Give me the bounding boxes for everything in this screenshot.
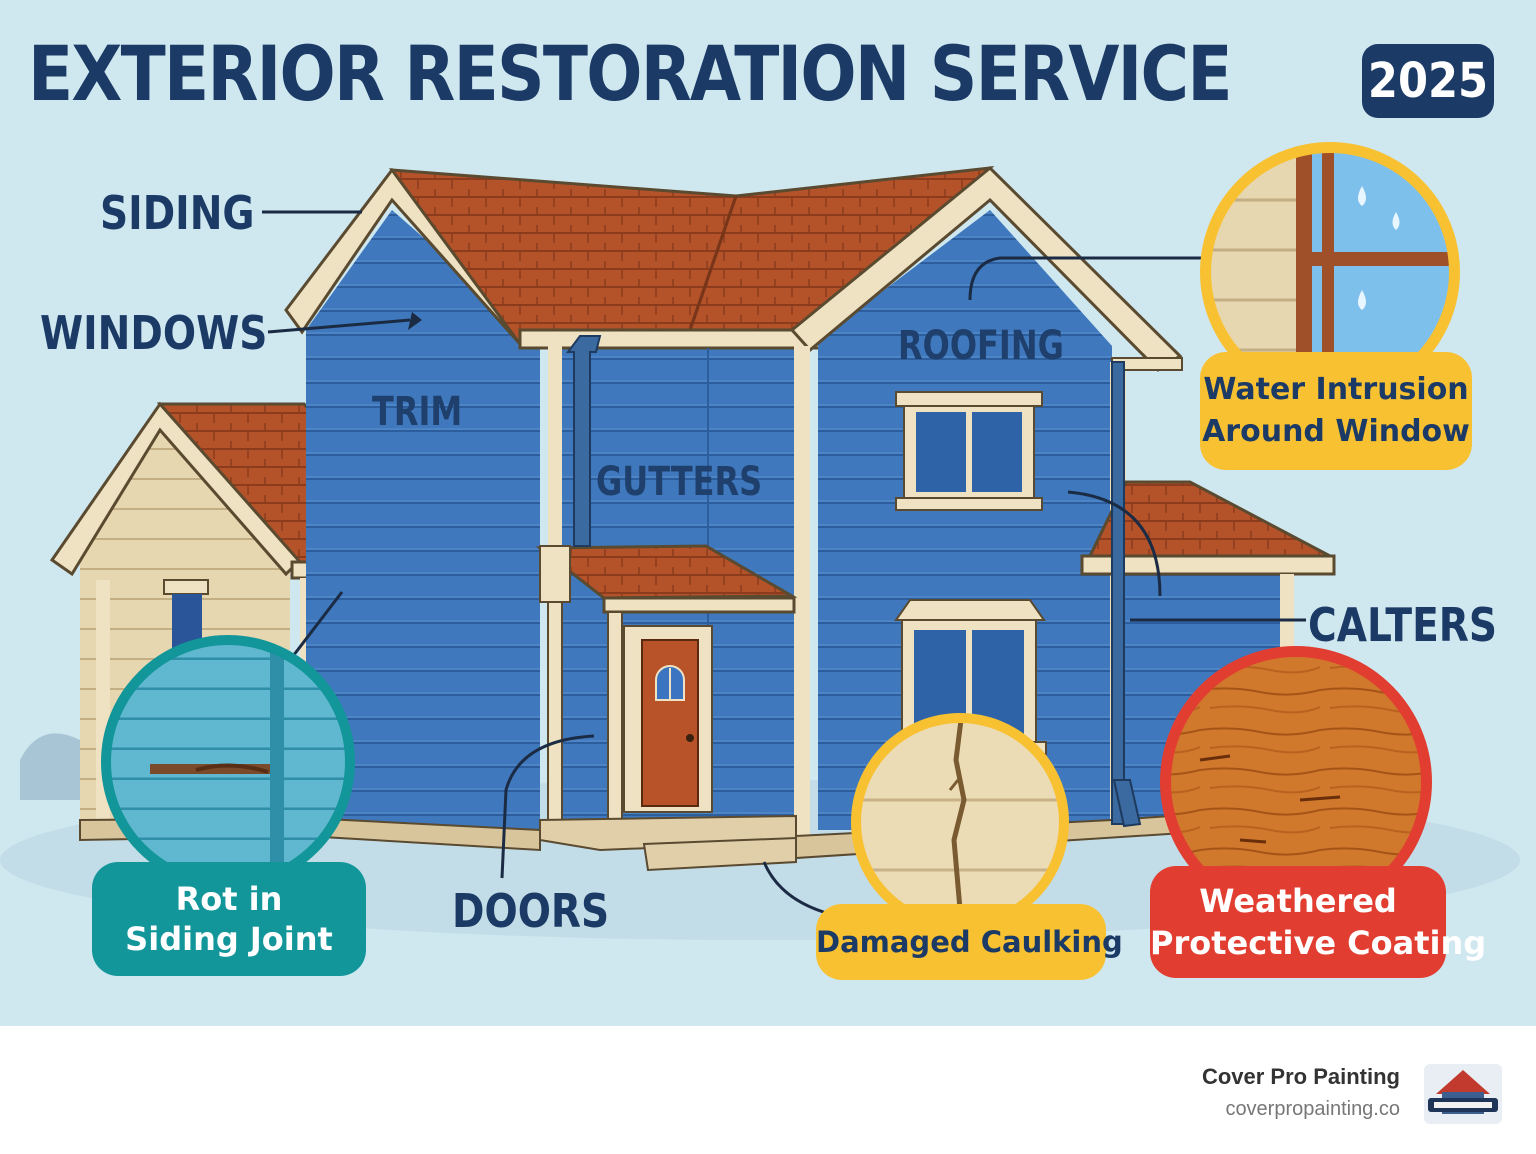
- callout-rot-siding-joint: Rot in Siding Joint: [92, 862, 366, 976]
- label-gutters: GUTTERS: [596, 459, 763, 505]
- page-title: EXTERIOR RESTORATION SERVICE: [28, 29, 1233, 118]
- callout-water-line-2: Around Window: [1202, 414, 1470, 449]
- label-roofing: ROOFING: [898, 323, 1064, 369]
- callout-water-line-1: Water Intrusion: [1203, 372, 1469, 407]
- label-trim: TRIM: [372, 389, 463, 435]
- label-windows: WINDOWS: [40, 306, 268, 360]
- cover-pro-painting-logo-icon: [1424, 1064, 1502, 1124]
- callout-caulking-line-1: Damaged Caulking: [816, 925, 1123, 959]
- label-calters: CALTERS: [1308, 598, 1498, 652]
- callout-rot-line-2: Siding Joint: [125, 920, 333, 958]
- footer-brand: Cover Pro Painting: [1201, 1064, 1400, 1089]
- year-badge: 2025: [1362, 44, 1494, 118]
- callout-weathered-coating: Weathered Protective Coating: [1150, 866, 1487, 978]
- callout-weathered-line-1: Weathered: [1199, 882, 1397, 920]
- callout-damaged-caulking: Damaged Caulking: [816, 904, 1123, 980]
- callout-rot-line-1: Rot in: [175, 880, 283, 918]
- house-illustration: [0, 0, 1536, 1026]
- label-doors: DOORS: [452, 884, 610, 938]
- callout-weathered-line-2: Protective Coating: [1150, 924, 1487, 962]
- callout-water-intrusion: Water Intrusion Around Window: [1200, 352, 1472, 470]
- footer-url[interactable]: coverpropainting.co: [1225, 1098, 1400, 1120]
- label-siding: SIDING: [100, 186, 255, 240]
- footer: [0, 1026, 1536, 1154]
